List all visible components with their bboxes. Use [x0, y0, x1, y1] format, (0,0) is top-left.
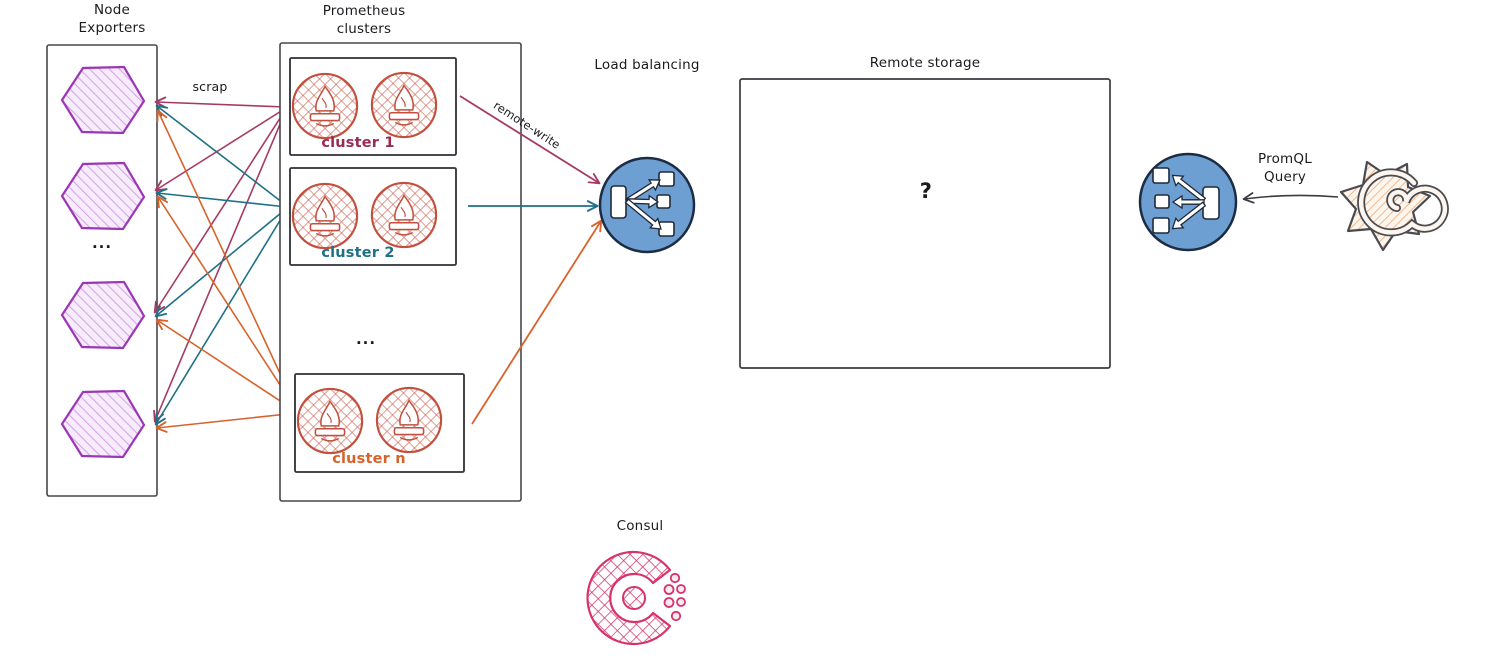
load-balancing-title: Load balancing	[594, 57, 700, 73]
prometheus-clusters-title: Prometheus clusters	[322, 3, 406, 37]
scrape-arrows-cluster2	[154, 104, 288, 426]
node-exporter-hexagon-icon	[60, 280, 146, 350]
prometheus-icon	[370, 181, 438, 249]
cluster-2-label: cluster 2	[321, 245, 395, 261]
promql-query-label: PromQL Query	[1258, 151, 1312, 185]
prometheus-ellipsis: ...	[355, 330, 377, 348]
cluster-n-label: cluster n	[332, 451, 406, 467]
cluster-1-label: cluster 1	[321, 135, 395, 151]
node-exporter-hexagon-icon	[60, 161, 146, 231]
remote-storage-box	[739, 78, 1111, 369]
remote-write-arrow-cluster-n	[471, 219, 603, 425]
consul-icon	[586, 550, 686, 646]
prometheus-cluster-n-box	[294, 373, 465, 473]
scrape-edge-label: scrap	[192, 79, 228, 94]
remote-write-arrow-cluster1	[459, 95, 601, 185]
remote-storage-question-mark: ?	[919, 179, 933, 203]
prometheus-icon	[291, 182, 359, 250]
node-exporter-hexagon-icon	[60, 389, 146, 459]
scrape-arrows-cluster-n	[155, 109, 298, 433]
node-exporters-title: Node Exporters	[78, 2, 146, 36]
prometheus-cluster-2-box	[289, 167, 457, 266]
prometheus-icon	[375, 386, 443, 454]
prometheus-icon	[291, 72, 359, 140]
prometheus-icon	[296, 387, 364, 455]
consul-title: Consul	[616, 518, 664, 534]
scrape-arrows-cluster1	[153, 96, 287, 423]
promql-arrow	[1242, 192, 1339, 204]
prometheus-icon	[370, 71, 438, 139]
prometheus-clusters-box	[279, 42, 522, 502]
node-exporters-box	[46, 44, 158, 497]
load-balancer-icon	[598, 156, 696, 254]
node-exporters-ellipsis: ...	[91, 234, 113, 252]
node-exporter-hexagon-icon	[60, 65, 146, 135]
query-load-balancer-icon	[1138, 152, 1238, 252]
remote-storage-title: Remote storage	[869, 55, 981, 71]
prometheus-cluster-1-box	[289, 57, 457, 156]
grafana-icon	[1339, 160, 1449, 252]
